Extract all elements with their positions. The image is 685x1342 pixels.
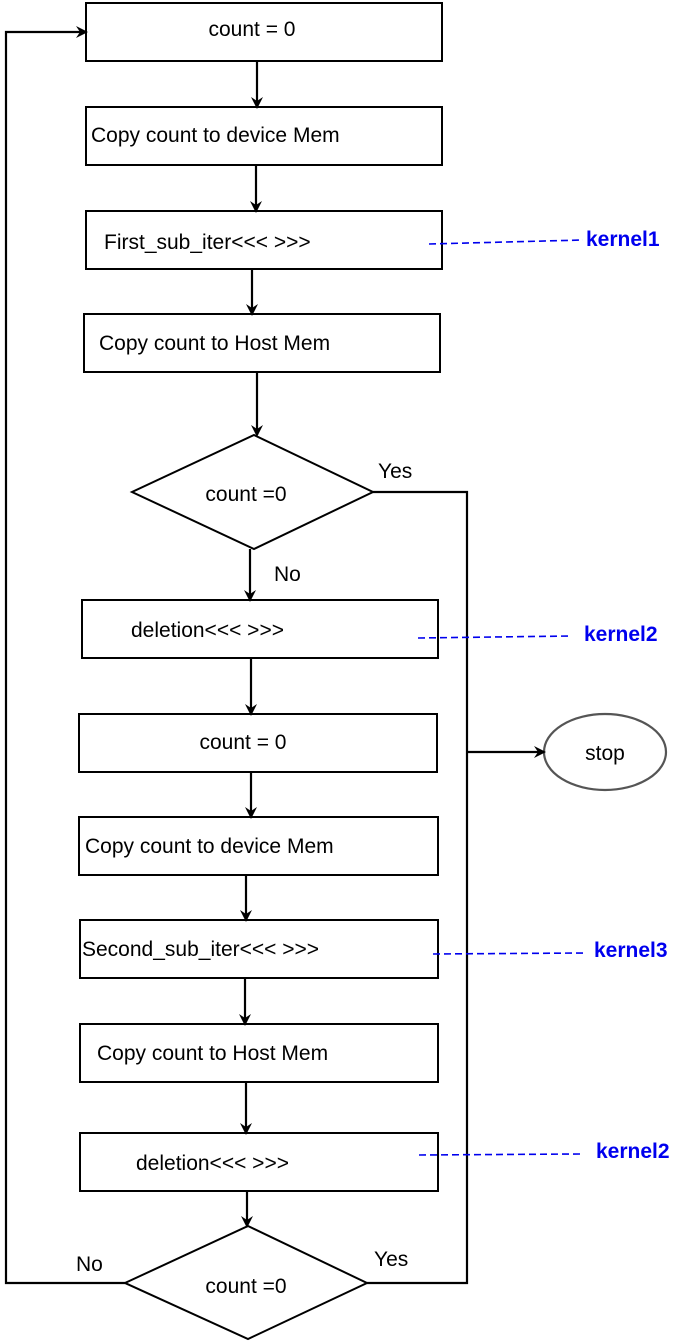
kernel2b-leader (418, 1153, 581, 1156)
label-yes-1: Yes (378, 460, 412, 483)
svg-text:count = 0: count = 0 (209, 18, 296, 41)
svg-text:First_sub_iter<<< >>>: First_sub_iter<<< >>> (104, 231, 311, 254)
node-second-sub-iter: Second_sub_iter<<< >>> (79, 919, 439, 979)
svg-text:deletion<<< >>>: deletion<<< >>> (136, 1152, 289, 1175)
node-deletion-2: deletion<<< >>> (79, 1132, 439, 1192)
node-copy-to-host-1: Copy count to Host Mem (83, 313, 441, 373)
kernel1-label: kernel1 (586, 228, 660, 251)
svg-text:Second_sub_iter<<< >>>: Second_sub_iter<<< >>> (82, 938, 319, 961)
kernel3-label: kernel3 (594, 939, 668, 962)
kernel3-leader (432, 952, 586, 955)
node-count-reset-1: count = 0 (85, 2, 443, 62)
svg-text:count =0: count =0 (205, 1275, 286, 1298)
svg-text:count = 0: count = 0 (200, 731, 287, 754)
label-no-1: No (274, 563, 301, 586)
svg-text:count =0: count =0 (205, 483, 286, 506)
node-copy-to-device-1: Copy count to device Mem (85, 106, 443, 166)
svg-text:stop: stop (585, 742, 625, 765)
svg-text:Copy count to device Mem: Copy count to device Mem (85, 835, 334, 858)
decision-count-zero-1: count =0 (129, 433, 376, 551)
label-yes-2: Yes (374, 1248, 408, 1271)
node-stop: stop (542, 712, 668, 792)
kernel2b-label: kernel2 (596, 1140, 670, 1163)
node-copy-to-device-2: Copy count to device Mem (78, 816, 439, 876)
svg-text:deletion<<< >>>: deletion<<< >>> (131, 619, 284, 642)
node-first-sub-iter: First_sub_iter<<< >>> (85, 210, 443, 270)
svg-text:Copy count to Host Mem: Copy count to Host Mem (97, 1042, 328, 1065)
edge-yes-1 (367, 490, 469, 1285)
edge-no-loop (4, 26, 125, 1285)
svg-text:Copy count to device Mem: Copy count to device Mem (91, 124, 340, 147)
decision-count-zero-2: count =0 (122, 1224, 370, 1341)
node-deletion-1: deletion<<< >>> (81, 599, 439, 659)
node-count-reset-2: count = 0 (78, 713, 438, 773)
kernel2a-leader (417, 635, 571, 639)
label-no-2: No (76, 1253, 103, 1276)
node-copy-to-host-2: Copy count to Host Mem (79, 1023, 439, 1083)
kernel2a-label: kernel2 (584, 623, 658, 646)
kernel1-leader (428, 239, 584, 245)
svg-text:Copy count to Host Mem: Copy count to Host Mem (99, 332, 330, 355)
